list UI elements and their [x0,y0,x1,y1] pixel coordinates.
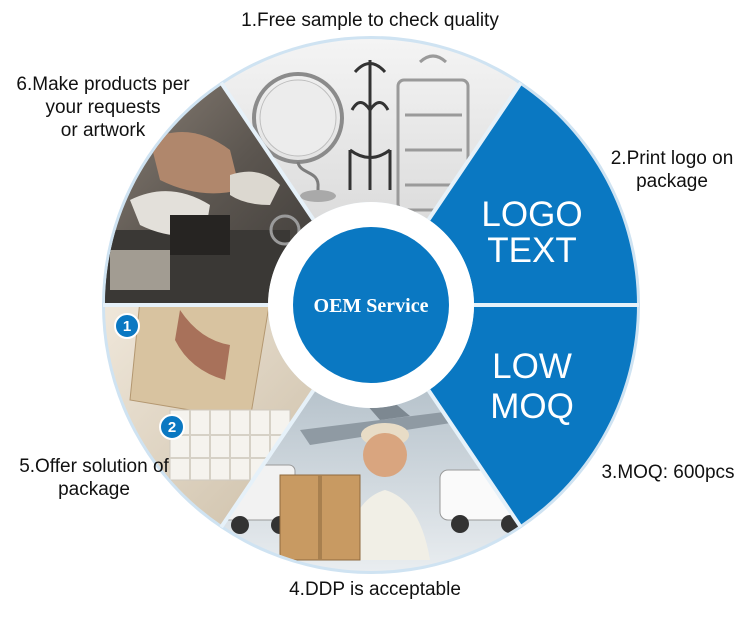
segment-moq [428,305,637,526]
label-ddp-line-1: 4.DDP is acceptable [289,579,461,600]
label-moq-line-1: 3.MOQ: 600pcs [601,462,735,483]
label-package-solution-line-1: 5.Offer solution of [19,456,169,477]
logo-panel-line-2: TEXT [487,231,576,270]
label-print-logo-line-1: 2.Print logo on [610,148,734,169]
step-badge-2: 2 [159,414,185,440]
divider-line-1 [219,81,316,221]
label-free-sample-line-1: 1.Free sample to check quality [241,10,499,31]
divider-line-4 [426,389,523,529]
step-badge-1: 1 [114,313,140,339]
center-disc [293,227,449,383]
moq-panel-line-1: LOW [492,347,572,386]
label-print-logo-line-2: package [636,171,708,192]
factory-photo [105,132,301,305]
svg-text:2: 2 [168,419,176,436]
moq-panel-line-2: MOQ [490,387,574,426]
label-print-logo: 2.Print logo on package [596,147,748,193]
label-make-products: 6.Make products per your requests or art… [2,73,204,142]
label-free-sample: 1.Free sample to check quality [180,9,560,32]
label-make-products-line-2: your requests [45,97,161,118]
divider-line-2 [426,81,523,221]
label-moq: 3.MOQ: 600pcs [588,461,748,484]
label-package-solution-line-2: package [58,479,130,500]
label-make-products-line-3: or artwork [60,120,146,141]
packaging-photo [129,305,291,481]
label-package-solution: 5.Offer solution of package [4,455,184,501]
center-title: OEM Service [314,295,429,317]
logo-panel-line-1: LOGO [481,195,582,234]
segment-dividers [103,81,639,529]
svg-text:1: 1 [123,318,131,335]
label-make-products-line-1: 6.Make products per [16,74,190,95]
segment-print-logo [428,84,637,305]
label-ddp: 4.DDP is acceptable [250,578,500,601]
divider-line-5 [219,389,316,529]
